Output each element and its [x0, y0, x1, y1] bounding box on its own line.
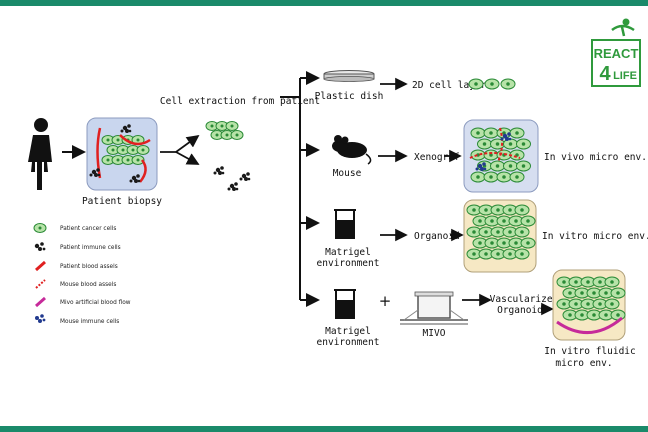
mivo-device-icon: [400, 291, 468, 325]
label-organoid: Organoid: [414, 231, 460, 242]
2d-cell-layer-cells: [468, 78, 516, 90]
vascularized-organoid-tile: [552, 269, 626, 341]
label-in-vivo: In vivo micro env.: [544, 152, 647, 163]
arrow-to-immune-cells: [175, 151, 200, 165]
label-mivo: MIVO: [423, 328, 446, 339]
label-2d-cell-layer: 2D cell layer: [412, 80, 487, 91]
legend-label-3: Mouse blood assels: [60, 282, 116, 288]
organoid-tile: [463, 199, 537, 273]
logo-line1: REACT: [594, 46, 639, 61]
patient-blood-vessel-icon: [35, 260, 46, 272]
matrigel-beaker-icon-1: [334, 209, 356, 239]
label-cell-extraction: Cell extraction from patient: [160, 96, 320, 107]
label-in-vitro: In vitro micro env.: [542, 231, 648, 242]
patient-biopsy-tile: [86, 117, 158, 191]
mouse-blood-vessel-icon: [35, 279, 46, 289]
plastic-dish-icon: [323, 70, 375, 82]
arrow-to-cancer-cells: [160, 134, 200, 153]
legend-label-4: Mivo artificial blood flow: [60, 300, 131, 306]
legend-label-5: Mouse immune cells: [60, 319, 119, 325]
legend-label-1: Patient immune cells: [60, 245, 121, 251]
logo-number: 4: [599, 63, 611, 85]
label-plastic-dish: Plastic dish: [315, 91, 384, 102]
extracted-cancer-cells: [205, 121, 244, 140]
label-mouse: Mouse: [333, 168, 362, 179]
matrigel-beaker-icon-2: [334, 289, 356, 319]
logo-line2: LIFE: [613, 70, 637, 82]
label-matrigel-1: Matrigel: [325, 247, 371, 258]
legend-label-2: Patient blood assels: [60, 264, 118, 270]
extracted-immune-cells: [213, 166, 251, 191]
label-environment-2: environment: [317, 337, 380, 348]
patient-silhouette-icon: [28, 118, 52, 190]
xenograft-tile: [463, 119, 539, 193]
label-in-vitro-fluidic-1: In vitro fluidic: [544, 346, 636, 357]
label-vascularized: Vascularized: [490, 294, 559, 305]
label-matrigel-2: Matrigel: [325, 326, 371, 337]
label-patient-biopsy: Patient biopsy: [82, 196, 162, 207]
label-organoid-2: Organoid: [497, 305, 543, 316]
legend-label-0: Patient cancer cells: [60, 226, 116, 232]
patient-immune-cell-icon: [34, 242, 46, 251]
mouse-icon: [332, 135, 372, 165]
plus-sign: +: [379, 292, 392, 310]
legend: Patient cancer cells Patient immune cell…: [33, 223, 131, 325]
artificial-flow-icon: [35, 296, 46, 308]
cancer-cell-icon: [33, 223, 47, 233]
mouse-immune-cell-icon: [35, 314, 46, 323]
react4life-logo: REACT 4 LIFE: [591, 18, 641, 87]
label-xenograft: Xenograf: [414, 152, 460, 163]
bottom-accent-bar: [0, 426, 648, 432]
label-environment-1: environment: [317, 258, 380, 269]
top-accent-bar: [0, 0, 648, 6]
label-in-vitro-fluidic-2: micro env.: [555, 358, 612, 369]
